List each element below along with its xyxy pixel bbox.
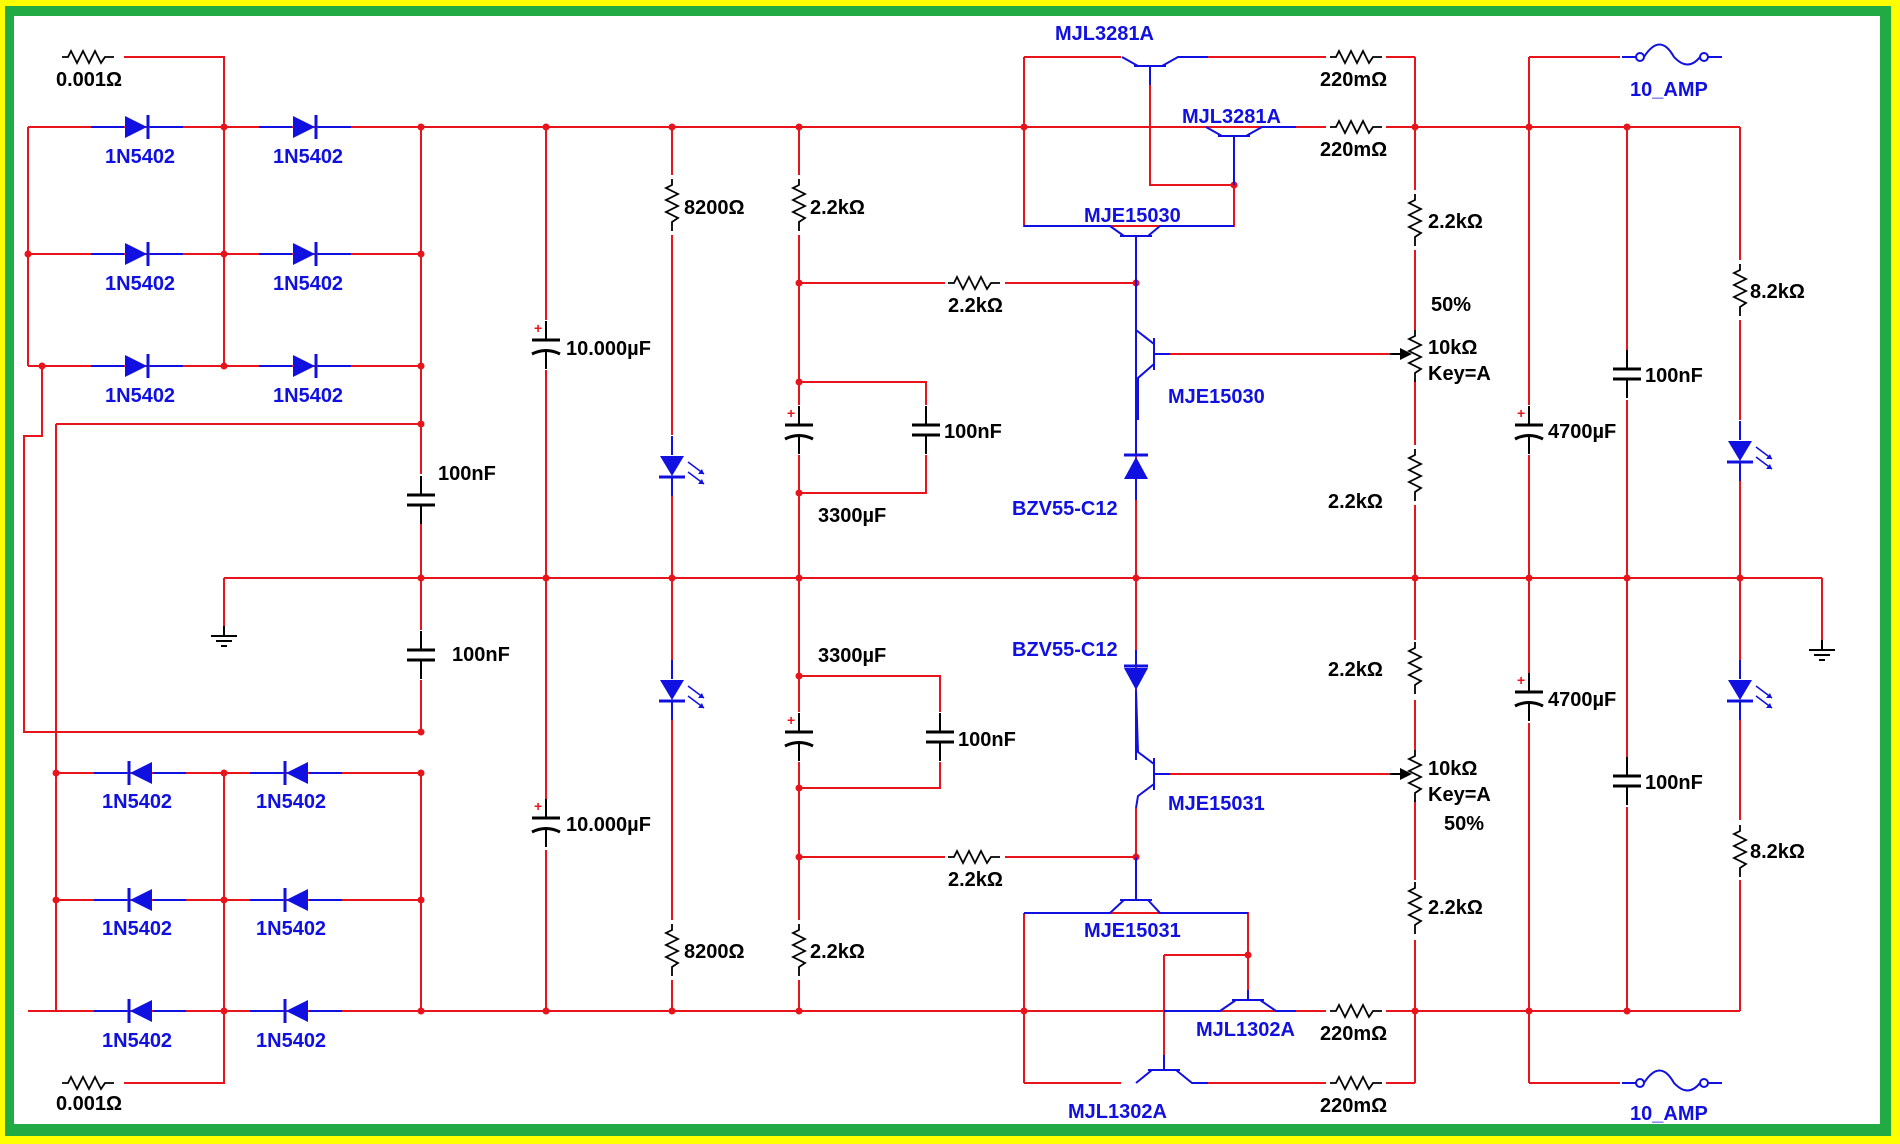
label-pot-top-pct: 50% — [1431, 294, 1471, 316]
label-mje15030-2: MJE15030 — [1168, 386, 1265, 408]
transistor-mje15030-lower[interactable] — [1135, 283, 1170, 420]
label-r-2k2-c: 2.2kΩ — [948, 295, 1003, 317]
label-shunt-top: 0.001Ω — [56, 69, 122, 91]
label-c-100nf-c: 100nF — [944, 421, 1002, 443]
label-c-3300-bottom: 3300µF — [818, 645, 886, 667]
label-r-8200-top: 8200Ω — [684, 197, 745, 219]
fuse-top[interactable] — [1620, 43, 1722, 70]
label-d2: 1N5402 — [273, 146, 343, 168]
label-d6: 1N5402 — [273, 385, 343, 407]
label-r-220m-3: 220mΩ — [1320, 1023, 1387, 1045]
schematic-sheet — [14, 16, 1880, 1124]
label-c-100nf-b: 100nF — [452, 644, 510, 666]
fuse-bottom[interactable] — [1620, 1069, 1722, 1096]
label-zener-top: BZV55-C12 — [1012, 498, 1118, 520]
label-r-220m-1: 220mΩ — [1320, 69, 1387, 91]
label-c-4700-bottom: 4700µF — [1548, 689, 1616, 711]
label-r-8k2-bottom: 8.2kΩ — [1750, 841, 1805, 863]
label-d7: 1N5402 — [102, 791, 172, 813]
label-c-10000-bottom: 10.000µF — [566, 814, 651, 836]
label-mjl3281a-2: MJL3281A — [1182, 106, 1281, 128]
label-d1: 1N5402 — [105, 146, 175, 168]
label-c-100nf-e: 100nF — [1645, 365, 1703, 387]
label-c-3300-top: 3300µF — [818, 505, 886, 527]
label-pot-bottom-pct: 50% — [1444, 813, 1484, 835]
transistor-mje15031-upper[interactable] — [1135, 689, 1170, 809]
label-fuse-bottom: 10_AMP — [1630, 1103, 1708, 1125]
label-r-2k2-f: 2.2kΩ — [1328, 491, 1383, 513]
label-fuse-top: 10_AMP — [1630, 79, 1708, 101]
zener-top[interactable] — [1124, 330, 1148, 500]
label-r-2k2-b: 2.2kΩ — [810, 941, 865, 963]
label-r-2k2-g: 2.2kΩ — [1328, 659, 1383, 681]
label-r-8200-bottom: 8200Ω — [684, 941, 745, 963]
label-d4: 1N5402 — [273, 273, 343, 295]
label-shunt-bottom: 0.001Ω — [56, 1093, 122, 1115]
transistor-mjl3281a-1[interactable] — [1121, 56, 1208, 85]
transistor-mjl3281a-2[interactable] — [1205, 126, 1296, 185]
label-c-100nf-a: 100nF — [438, 463, 496, 485]
labels: 0.001Ω 0.001Ω 1N5402 1N5402 1N5402 1N540… — [56, 23, 1805, 1125]
label-r-2k2-a: 2.2kΩ — [810, 197, 865, 219]
label-mjl1302a-2: MJL1302A — [1068, 1101, 1167, 1123]
label-d11: 1N5402 — [102, 1030, 172, 1052]
label-r-220m-2: 220mΩ — [1320, 139, 1387, 161]
label-d9: 1N5402 — [102, 918, 172, 940]
label-r-2k2-h: 2.2kΩ — [1428, 897, 1483, 919]
label-r-220m-4: 220mΩ — [1320, 1095, 1387, 1117]
label-mje15030-1: MJE15030 — [1084, 205, 1181, 227]
label-d12: 1N5402 — [256, 1030, 326, 1052]
label-pot-bottom-key: Key=A — [1428, 784, 1491, 806]
label-d3: 1N5402 — [105, 273, 175, 295]
label-zener-bottom: BZV55-C12 — [1012, 639, 1118, 661]
label-mjl3281a-1: MJL3281A — [1055, 23, 1154, 45]
label-mje15031-2: MJE15031 — [1084, 920, 1181, 942]
label-pot-top-key: Key=A — [1428, 363, 1491, 385]
transistor-mje15030-upper[interactable] — [1024, 225, 1234, 283]
junction-dots — [24, 123, 1744, 1015]
label-mjl1302a-1: MJL1302A — [1196, 1019, 1295, 1041]
label-d10: 1N5402 — [256, 918, 326, 940]
label-pot-top-val: 10kΩ — [1428, 337, 1477, 359]
transistor-mjl1302a-1[interactable] — [1164, 990, 1296, 1012]
label-r-2k2-d: 2.2kΩ — [948, 869, 1003, 891]
label-r-2k2-e: 2.2kΩ — [1428, 211, 1483, 233]
label-c-10000-top: 10.000µF — [566, 338, 651, 360]
potentiometer-top[interactable] — [1390, 329, 1427, 383]
label-pot-bottom-val: 10kΩ — [1428, 758, 1477, 780]
label-d5: 1N5402 — [105, 385, 175, 407]
label-mje15031-1: MJE15031 — [1168, 793, 1265, 815]
label-c-100nf-d: 100nF — [958, 729, 1016, 751]
potentiometer-bottom[interactable] — [1390, 749, 1427, 803]
label-d8: 1N5402 — [256, 791, 326, 813]
transistor-mje15031-lower[interactable] — [1024, 857, 1248, 914]
label-c-100nf-f: 100nF — [1645, 772, 1703, 794]
transistor-mjl1302a-2[interactable] — [1135, 1055, 1208, 1084]
label-c-4700-top: 4700µF — [1548, 421, 1616, 443]
label-r-8k2-top: 8.2kΩ — [1750, 281, 1805, 303]
